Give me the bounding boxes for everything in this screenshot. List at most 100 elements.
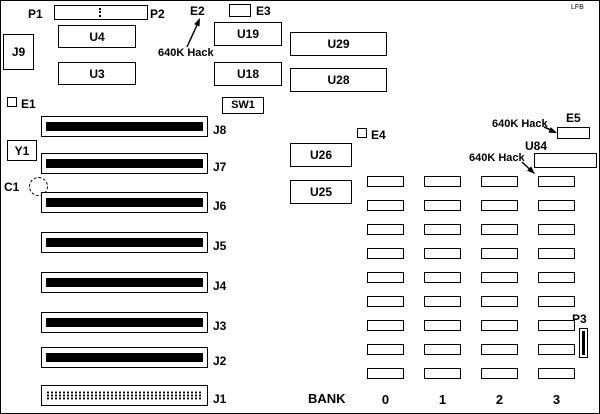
ram-chip <box>367 272 404 283</box>
ram-chip <box>538 296 575 307</box>
e4-label: E4 <box>371 128 386 142</box>
p3-connector <box>579 328 588 358</box>
ram-chip <box>424 248 461 259</box>
ram-chip <box>367 296 404 307</box>
bank-3-label: 3 <box>552 392 561 407</box>
slot-j5-bar <box>46 238 203 247</box>
ram-chip <box>367 200 404 211</box>
slot-j5-label: J5 <box>213 239 227 253</box>
arrow-to-e2 <box>186 18 200 48</box>
slot-j1-label: J1 <box>213 392 227 406</box>
ram-chip <box>424 344 461 355</box>
ram-chip <box>424 320 461 331</box>
e5-jumper <box>557 127 590 139</box>
ram-chip <box>481 320 518 331</box>
ram-chip <box>424 272 461 283</box>
ram-chip <box>538 320 575 331</box>
ram-chip <box>367 248 404 259</box>
chip-u84-body <box>534 153 597 168</box>
ram-chip <box>538 248 575 259</box>
ram-chip <box>424 200 461 211</box>
e2-label: E2 <box>190 4 205 18</box>
ram-chip <box>538 344 575 355</box>
slot-j4-label: J4 <box>213 279 227 293</box>
hack-label-right-lower: 640K Hack <box>469 152 525 164</box>
ram-chip <box>367 344 404 355</box>
slot-j2-bar <box>46 353 203 362</box>
e3-jumper <box>229 4 251 17</box>
p3-label: P3 <box>572 312 587 326</box>
slot-j6 <box>41 192 208 213</box>
hack-label-right-upper: 640K Hack <box>492 118 548 130</box>
hack-label-top: 640K Hack <box>158 47 214 59</box>
corner-text: LFB <box>571 4 584 11</box>
slot-j5 <box>41 232 208 253</box>
slot-j2-label: J2 <box>213 354 227 368</box>
slot-j1-bar <box>46 391 203 400</box>
ram-chip <box>424 176 461 187</box>
slot-j7-bar <box>46 159 203 168</box>
u84-label: U84 <box>525 139 548 153</box>
slot-j2 <box>41 347 208 368</box>
slot-j8-bar <box>46 122 203 131</box>
ram-chip <box>481 368 518 379</box>
e1-jumper <box>7 97 17 107</box>
ram-chip <box>424 224 461 235</box>
p1-pins <box>99 8 102 17</box>
ram-chip <box>538 176 575 187</box>
chip-u26: U26 <box>290 143 352 167</box>
e5-label: E5 <box>566 111 581 125</box>
ram-chip <box>481 224 518 235</box>
slot-j6-label: J6 <box>213 199 227 213</box>
slot-j6-bar <box>46 198 203 207</box>
ram-chip <box>538 200 575 211</box>
chip-u28: U28 <box>290 68 387 92</box>
slot-j8-label: J8 <box>213 123 227 137</box>
ram-chip <box>367 320 404 331</box>
bank-0-label: 0 <box>381 392 390 407</box>
p2-label: P2 <box>150 7 165 21</box>
slot-j3-bar <box>46 318 203 327</box>
ram-chip <box>424 296 461 307</box>
ram-chip <box>481 176 518 187</box>
ram-chip <box>367 368 404 379</box>
chip-u29: U29 <box>290 32 387 56</box>
j9-connector: J9 <box>3 34 34 70</box>
p3-pins <box>582 331 585 355</box>
c1-label: C1 <box>4 180 20 194</box>
slot-j7 <box>41 153 208 174</box>
ram-chip <box>481 296 518 307</box>
bank-label: BANK <box>308 391 346 406</box>
e4-jumper <box>357 128 367 138</box>
slot-j7-label: J7 <box>213 160 227 174</box>
ram-chip <box>481 344 518 355</box>
ram-chip <box>538 368 575 379</box>
slot-j4-bar <box>46 278 203 287</box>
c1-capacitor <box>29 177 48 196</box>
chip-u25: U25 <box>290 180 352 204</box>
ram-grid <box>367 176 575 379</box>
slot-j3-label: J3 <box>213 319 227 333</box>
slot-j4 <box>41 272 208 293</box>
e3-label: E3 <box>256 4 271 18</box>
slot-j3 <box>41 312 208 333</box>
p1-connector <box>54 5 148 20</box>
p1-label: P1 <box>28 7 43 21</box>
e1-label: E1 <box>21 97 36 111</box>
ram-chip <box>367 176 404 187</box>
bank-2-label: 2 <box>495 392 504 407</box>
y1-crystal: Y1 <box>7 140 37 161</box>
chip-u4: U4 <box>58 25 136 48</box>
chip-u19: U19 <box>214 22 282 46</box>
slot-j1 <box>41 385 208 406</box>
ram-chip <box>538 224 575 235</box>
bank-1-label: 1 <box>438 392 447 407</box>
ram-chip <box>481 272 518 283</box>
sw1-dip-switch: SW1 <box>222 97 264 114</box>
ram-chip <box>424 368 461 379</box>
slot-j8 <box>41 116 208 137</box>
ram-chip <box>481 200 518 211</box>
ram-chip <box>538 272 575 283</box>
ram-chip <box>367 224 404 235</box>
